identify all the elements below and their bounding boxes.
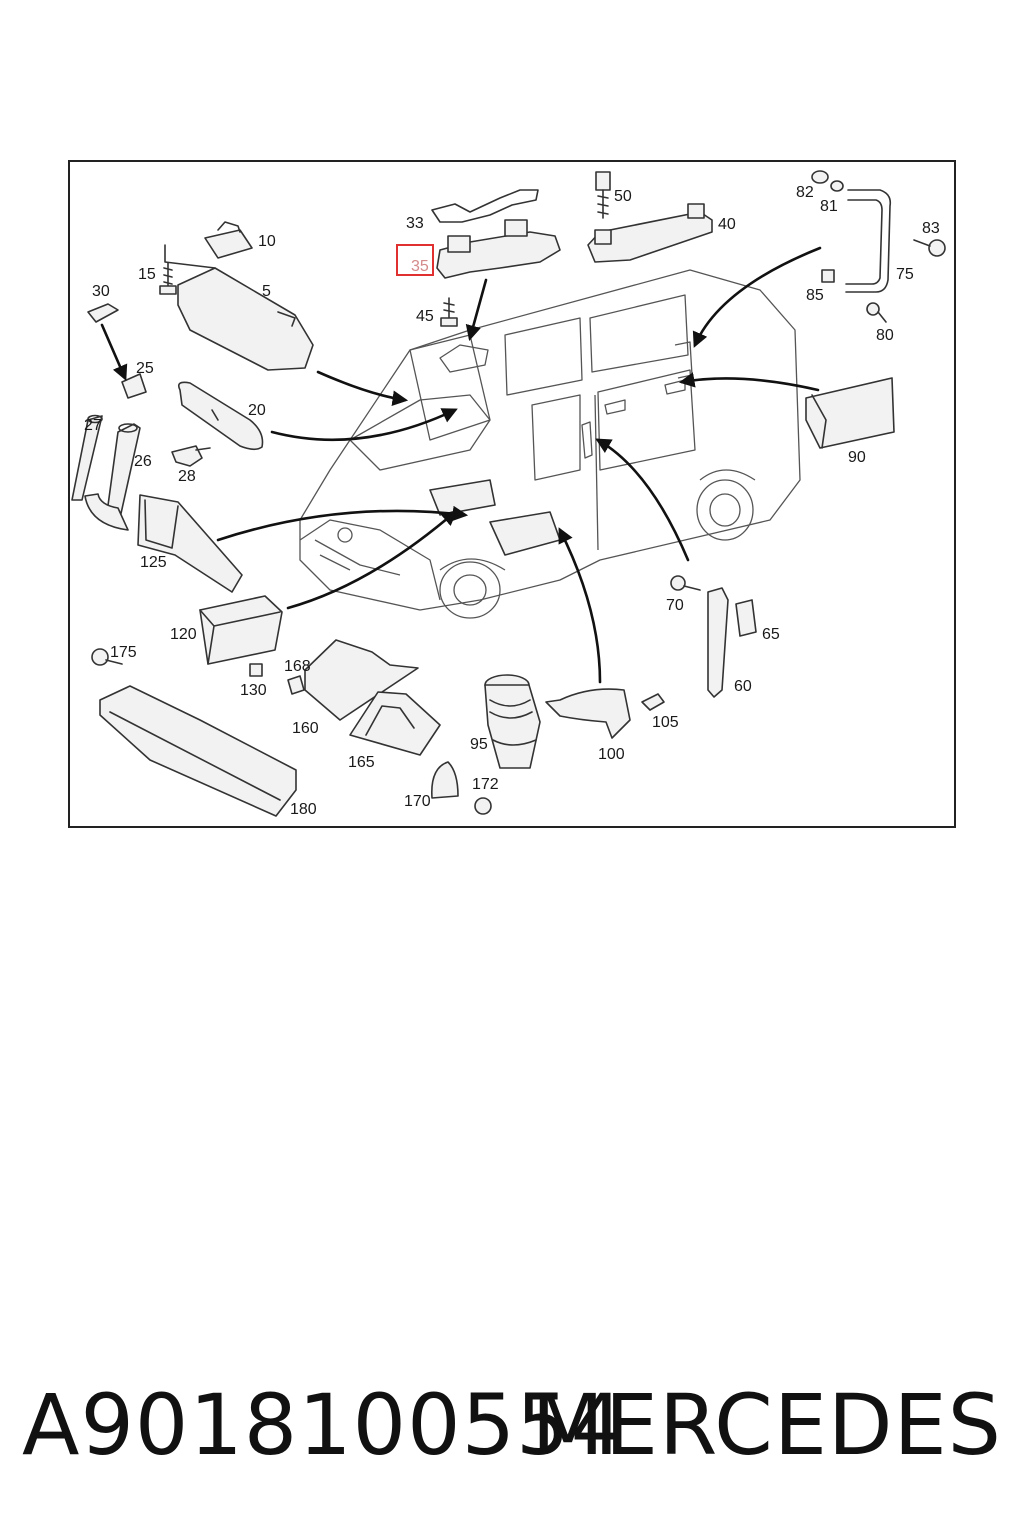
callout-180: 180 — [290, 801, 317, 818]
part-washer-81 — [830, 180, 844, 192]
callout-172: 172 — [472, 776, 499, 793]
callout-170: 170 — [404, 793, 431, 810]
callout-35-highlighted: 35 — [411, 258, 429, 275]
part-bracket-165 — [349, 691, 441, 756]
callout-83: 83 — [922, 220, 940, 237]
callout-95: 95 — [470, 736, 488, 753]
callout-28: 28 — [178, 468, 196, 485]
part-sun-visor — [164, 244, 314, 371]
part-panel-90 — [805, 377, 895, 449]
callout-40: 40 — [718, 216, 736, 233]
part-bolt-70 — [670, 575, 701, 591]
callout-90: 90 — [848, 449, 866, 466]
callout-175: 175 — [110, 644, 137, 661]
part-mirror — [177, 381, 264, 451]
part-plate-160 — [304, 639, 419, 721]
part-screw-15 — [159, 262, 177, 295]
part-grab-handle-35 — [436, 219, 561, 279]
part-clip-130 — [249, 663, 263, 677]
callout-25: 25 — [136, 360, 154, 377]
part-bolt-175 — [91, 648, 123, 666]
callout-60: 60 — [734, 678, 752, 695]
callout-70: 70 — [666, 597, 684, 614]
callout-82: 82 — [796, 184, 814, 201]
callout-15: 15 — [138, 266, 156, 283]
part-rail-75 — [845, 189, 892, 293]
part-number: A9018100554 — [22, 1376, 625, 1474]
part-pin-168 — [287, 675, 305, 695]
callout-80: 80 — [876, 327, 894, 344]
part-visor-clip — [204, 221, 253, 259]
callout-10: 10 — [258, 233, 276, 250]
part-clip-25 — [121, 373, 147, 399]
callout-120: 120 — [170, 626, 197, 643]
callout-105: 105 — [652, 714, 679, 731]
footer: A9018100554 MERCEDES — [0, 1370, 1024, 1480]
part-screw-45 — [440, 297, 458, 327]
part-screw-80 — [866, 302, 887, 323]
part-bolt-83 — [913, 239, 946, 257]
part-box-120 — [199, 595, 283, 665]
callout-50: 50 — [614, 188, 632, 205]
part-screw-172 — [474, 797, 492, 815]
part-bracket-28 — [171, 445, 211, 467]
callout-75: 75 — [896, 266, 914, 283]
part-sleeve-85 — [821, 269, 835, 283]
callout-65: 65 — [762, 626, 780, 643]
callout-27: 27 — [84, 417, 102, 434]
part-bracket-65 — [735, 599, 757, 637]
part-bolt-50 — [595, 171, 611, 219]
part-crossmember-180 — [99, 685, 297, 817]
part-cover-170 — [431, 761, 459, 799]
callout-26: 26 — [134, 453, 152, 470]
part-bracket-33 — [431, 189, 539, 223]
part-handle-60 — [707, 587, 729, 698]
callout-168: 168 — [284, 658, 311, 675]
callout-30: 30 — [92, 283, 110, 300]
callout-165: 165 — [348, 754, 375, 771]
part-handle-40 — [587, 203, 713, 263]
part-bellows-95 — [484, 674, 541, 769]
callout-5: 5 — [262, 283, 271, 300]
leader-arrows — [100, 246, 822, 684]
van-outline — [299, 269, 801, 619]
highlight-box — [396, 244, 434, 276]
callout-45: 45 — [416, 308, 434, 325]
part-pin-105 — [641, 693, 665, 711]
brand-name: MERCEDES — [531, 1376, 1002, 1474]
callout-81: 81 — [820, 198, 838, 215]
callout-20: 20 — [248, 402, 266, 419]
part-tube-27 — [71, 414, 129, 531]
callout-160: 160 — [292, 720, 319, 737]
callout-labels: 5 10 15 20 25 26 27 28 30 33 35 40 45 50… — [84, 184, 940, 818]
callout-125: 125 — [140, 554, 167, 571]
callout-100: 100 — [598, 746, 625, 763]
part-duct-125 — [137, 494, 243, 593]
part-strap-100 — [545, 688, 631, 739]
callout-85: 85 — [806, 287, 824, 304]
callout-130: 130 — [240, 682, 267, 699]
part-pin-30 — [87, 303, 119, 323]
part-nut-82 — [811, 170, 829, 184]
callout-33: 33 — [406, 215, 424, 232]
